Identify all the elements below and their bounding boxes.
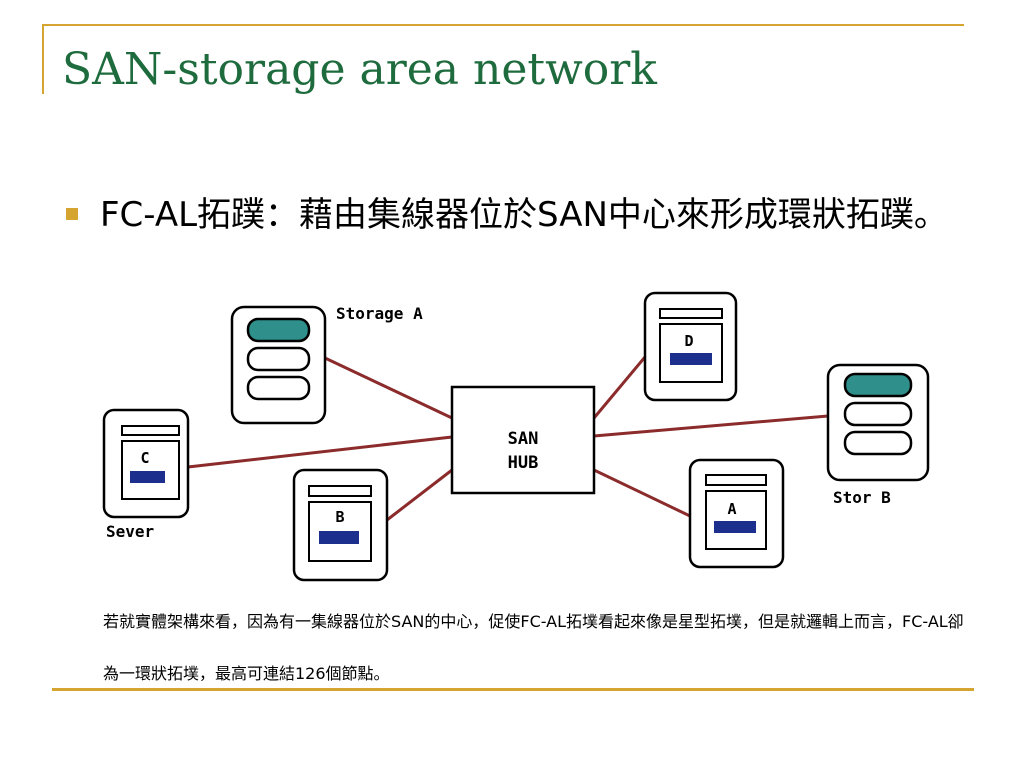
stor-b-label: Stor B — [833, 488, 891, 507]
stor-b-disk-2 — [843, 401, 913, 427]
hub-box — [450, 385, 596, 495]
storage-a-disk-1 — [246, 317, 311, 343]
link-stor-b — [593, 414, 829, 438]
stor-b: Stor B — [826, 363, 930, 507]
server-a-panel — [705, 490, 767, 550]
server-d: D — [643, 291, 738, 402]
server-d-label: D — [684, 332, 693, 350]
server-b: B — [292, 468, 389, 582]
bottom-rule — [52, 688, 974, 691]
bullet-text: FC-AL拓蹼：藉由集線器位於SAN中心來形成環狀拓蹼。 — [100, 195, 948, 235]
server-c-panel — [121, 440, 180, 500]
server-a-label: A — [727, 500, 736, 518]
storage-a-label: Storage A — [336, 304, 423, 323]
server-c: C Sever — [102, 408, 190, 541]
server-c-label: C — [140, 449, 149, 467]
server-c-slot — [121, 425, 180, 436]
caption-text: 若就實體架構來看，因為有一集線器位於SAN的中心，促使FC-AL拓墣看起來像是星… — [103, 612, 964, 683]
hub-label-line2: HUB — [508, 453, 539, 473]
server-d-drive — [670, 353, 712, 365]
bullet-square-icon — [66, 208, 78, 220]
left-rule — [42, 24, 44, 94]
slide-title: SAN-storage area network — [62, 44, 657, 95]
storage-a-disk-2 — [246, 346, 311, 372]
sever-label: Sever — [106, 522, 154, 541]
storage-a-disk-3 — [246, 375, 311, 401]
links — [187, 356, 829, 522]
server-d-slot — [659, 308, 723, 319]
link-sever — [187, 435, 453, 469]
san-hub: SAN HUB — [450, 385, 596, 495]
link-server-a — [593, 468, 691, 518]
stor-b-disk-3 — [843, 430, 913, 456]
hub-label-line1: SAN — [508, 429, 539, 449]
server-b-label: B — [335, 508, 344, 526]
server-a-drive — [714, 521, 756, 533]
link-server-d — [592, 356, 647, 419]
server-b-slot — [308, 485, 372, 497]
server-c-drive — [130, 471, 165, 483]
link-storage-a — [324, 356, 453, 420]
server-b-drive — [319, 531, 359, 544]
server-a: A — [688, 458, 785, 569]
link-server-b — [386, 468, 453, 522]
storage-a: Storage A — [230, 304, 423, 425]
server-a-slot — [705, 474, 767, 486]
top-rule — [42, 24, 964, 26]
stor-b-disk-1 — [843, 372, 913, 398]
